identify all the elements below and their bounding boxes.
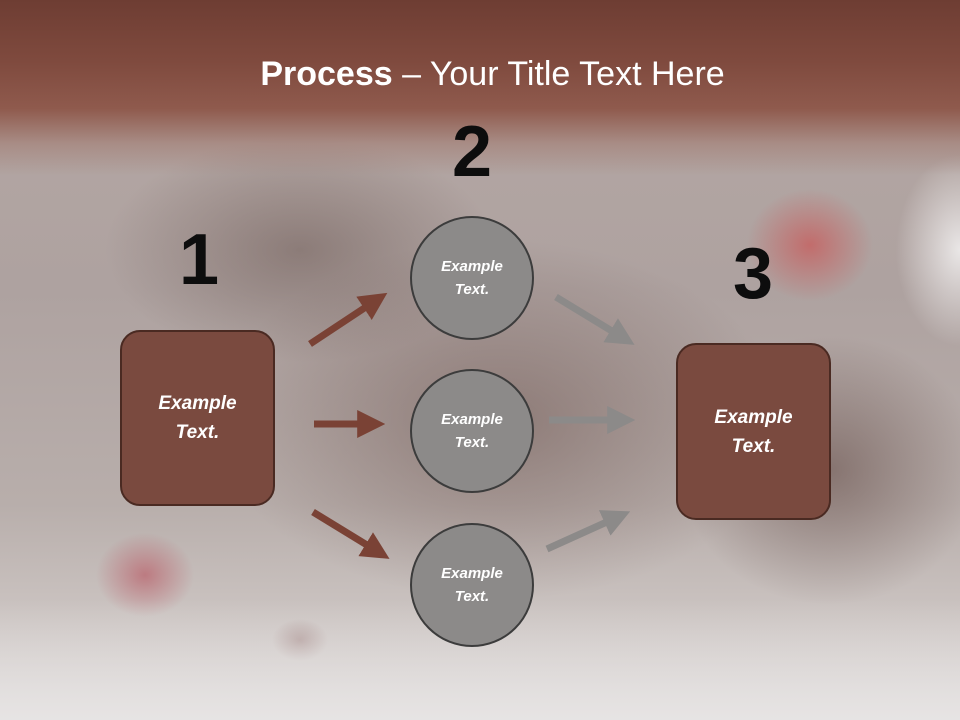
circle-middle-label-line2: Text. [454,434,490,451]
circle-top-label-line2: Text. [454,281,490,298]
title-band [0,0,960,175]
step-1-box-label-line2: Text. [175,422,220,443]
step-number-2: 2 [451,112,493,192]
arrow-box1-to-circle3 [311,509,390,559]
circle-bottom-label-line2: Text. [454,588,490,605]
step-3-box-label-line2: Text. [731,435,776,457]
title-rest-part: – Your Title Text Here [392,55,725,93]
slide-title: Process – Your Title Text Here [0,54,960,94]
background-fade-right [860,150,960,350]
step-3-box-label-line1: Example [714,406,793,428]
circle-middle-label-line1: Example [441,411,503,428]
circle-top-label-line1: Example [441,258,503,275]
arrow-circle3-to-box3 [545,510,631,553]
step-number-3: 3 [732,234,774,314]
step-1-box-label-line1: Example [158,393,237,414]
arrow-box1-to-circle1 [308,292,388,347]
title-bold-part: Process [260,55,393,93]
step-number-1: 1 [178,220,220,300]
circle-bottom-label-line1: Example [441,565,503,582]
arrow-circle1-to-box3 [554,294,635,345]
